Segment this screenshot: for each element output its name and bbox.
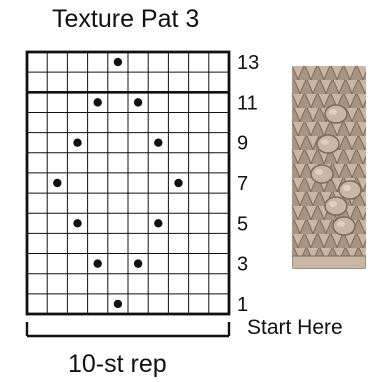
repeat-label: 10-st rep (68, 350, 167, 378)
bobble-dot (174, 179, 182, 187)
bobble-highlight (321, 139, 329, 145)
bobble-highlight (329, 109, 337, 115)
bobble-texture (317, 135, 339, 153)
repeat-bracket (27, 322, 229, 336)
knit-swatch-photo (292, 66, 366, 269)
bobble-dot (114, 300, 122, 308)
bobble-symbols (53, 58, 183, 308)
bobble-texture (339, 181, 361, 199)
bobble-texture (325, 197, 347, 215)
row-label-3: 3 (237, 254, 248, 276)
row-label-13: 13 (237, 52, 259, 74)
cast-on-edge (292, 256, 366, 269)
row-label-9: 9 (237, 133, 248, 155)
bobble-dot (154, 219, 162, 227)
bobble-highlight (337, 221, 345, 227)
bobble-highlight (329, 201, 337, 207)
bobble-texture (333, 217, 355, 235)
bobble-texture (325, 105, 347, 123)
row-label-5: 5 (237, 213, 248, 235)
start-here-label: Start Here (247, 316, 343, 340)
bobble-dot (53, 179, 61, 187)
bobble-highlight (315, 169, 323, 175)
bobble-dot (114, 58, 122, 66)
row-label-11: 11 (237, 92, 258, 114)
bobble-dot (73, 219, 81, 227)
swatch-texture (292, 66, 366, 269)
bobble-dot (94, 259, 102, 267)
bobble-texture (311, 165, 333, 183)
bobble-dot (134, 98, 142, 106)
row-label-1: 1 (237, 294, 248, 316)
bobble-dot (154, 138, 162, 146)
bobble-highlight (343, 185, 351, 191)
bobble-dot (134, 259, 142, 267)
bobble-dot (94, 98, 102, 106)
bobble-dot (73, 138, 81, 146)
row-label-7: 7 (237, 173, 248, 195)
